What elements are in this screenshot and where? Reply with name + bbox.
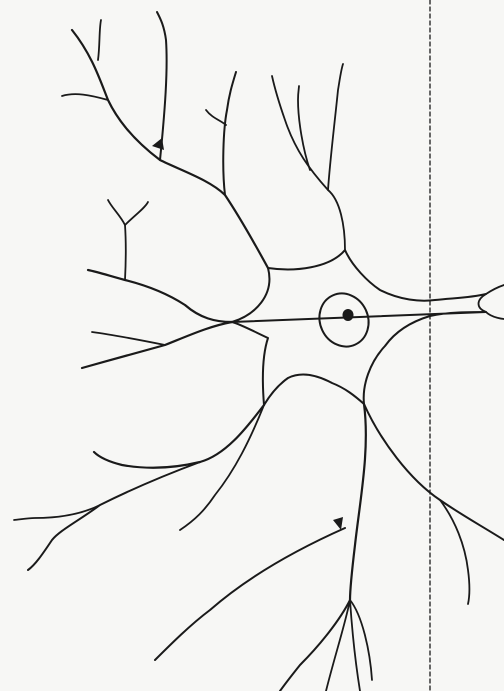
axon-terminal [479,285,504,319]
dendrite-lower [155,404,504,691]
cell-body-outline [232,250,486,405]
dendrite-upper [62,12,345,268]
spine-tip-lower [333,517,343,530]
nucleus [311,285,377,354]
dendrite-lower-left [14,405,264,570]
spine-tip-upper [152,138,164,150]
spine-tips [152,138,343,530]
nucleolus [343,309,354,321]
dendrite-left [82,200,232,368]
